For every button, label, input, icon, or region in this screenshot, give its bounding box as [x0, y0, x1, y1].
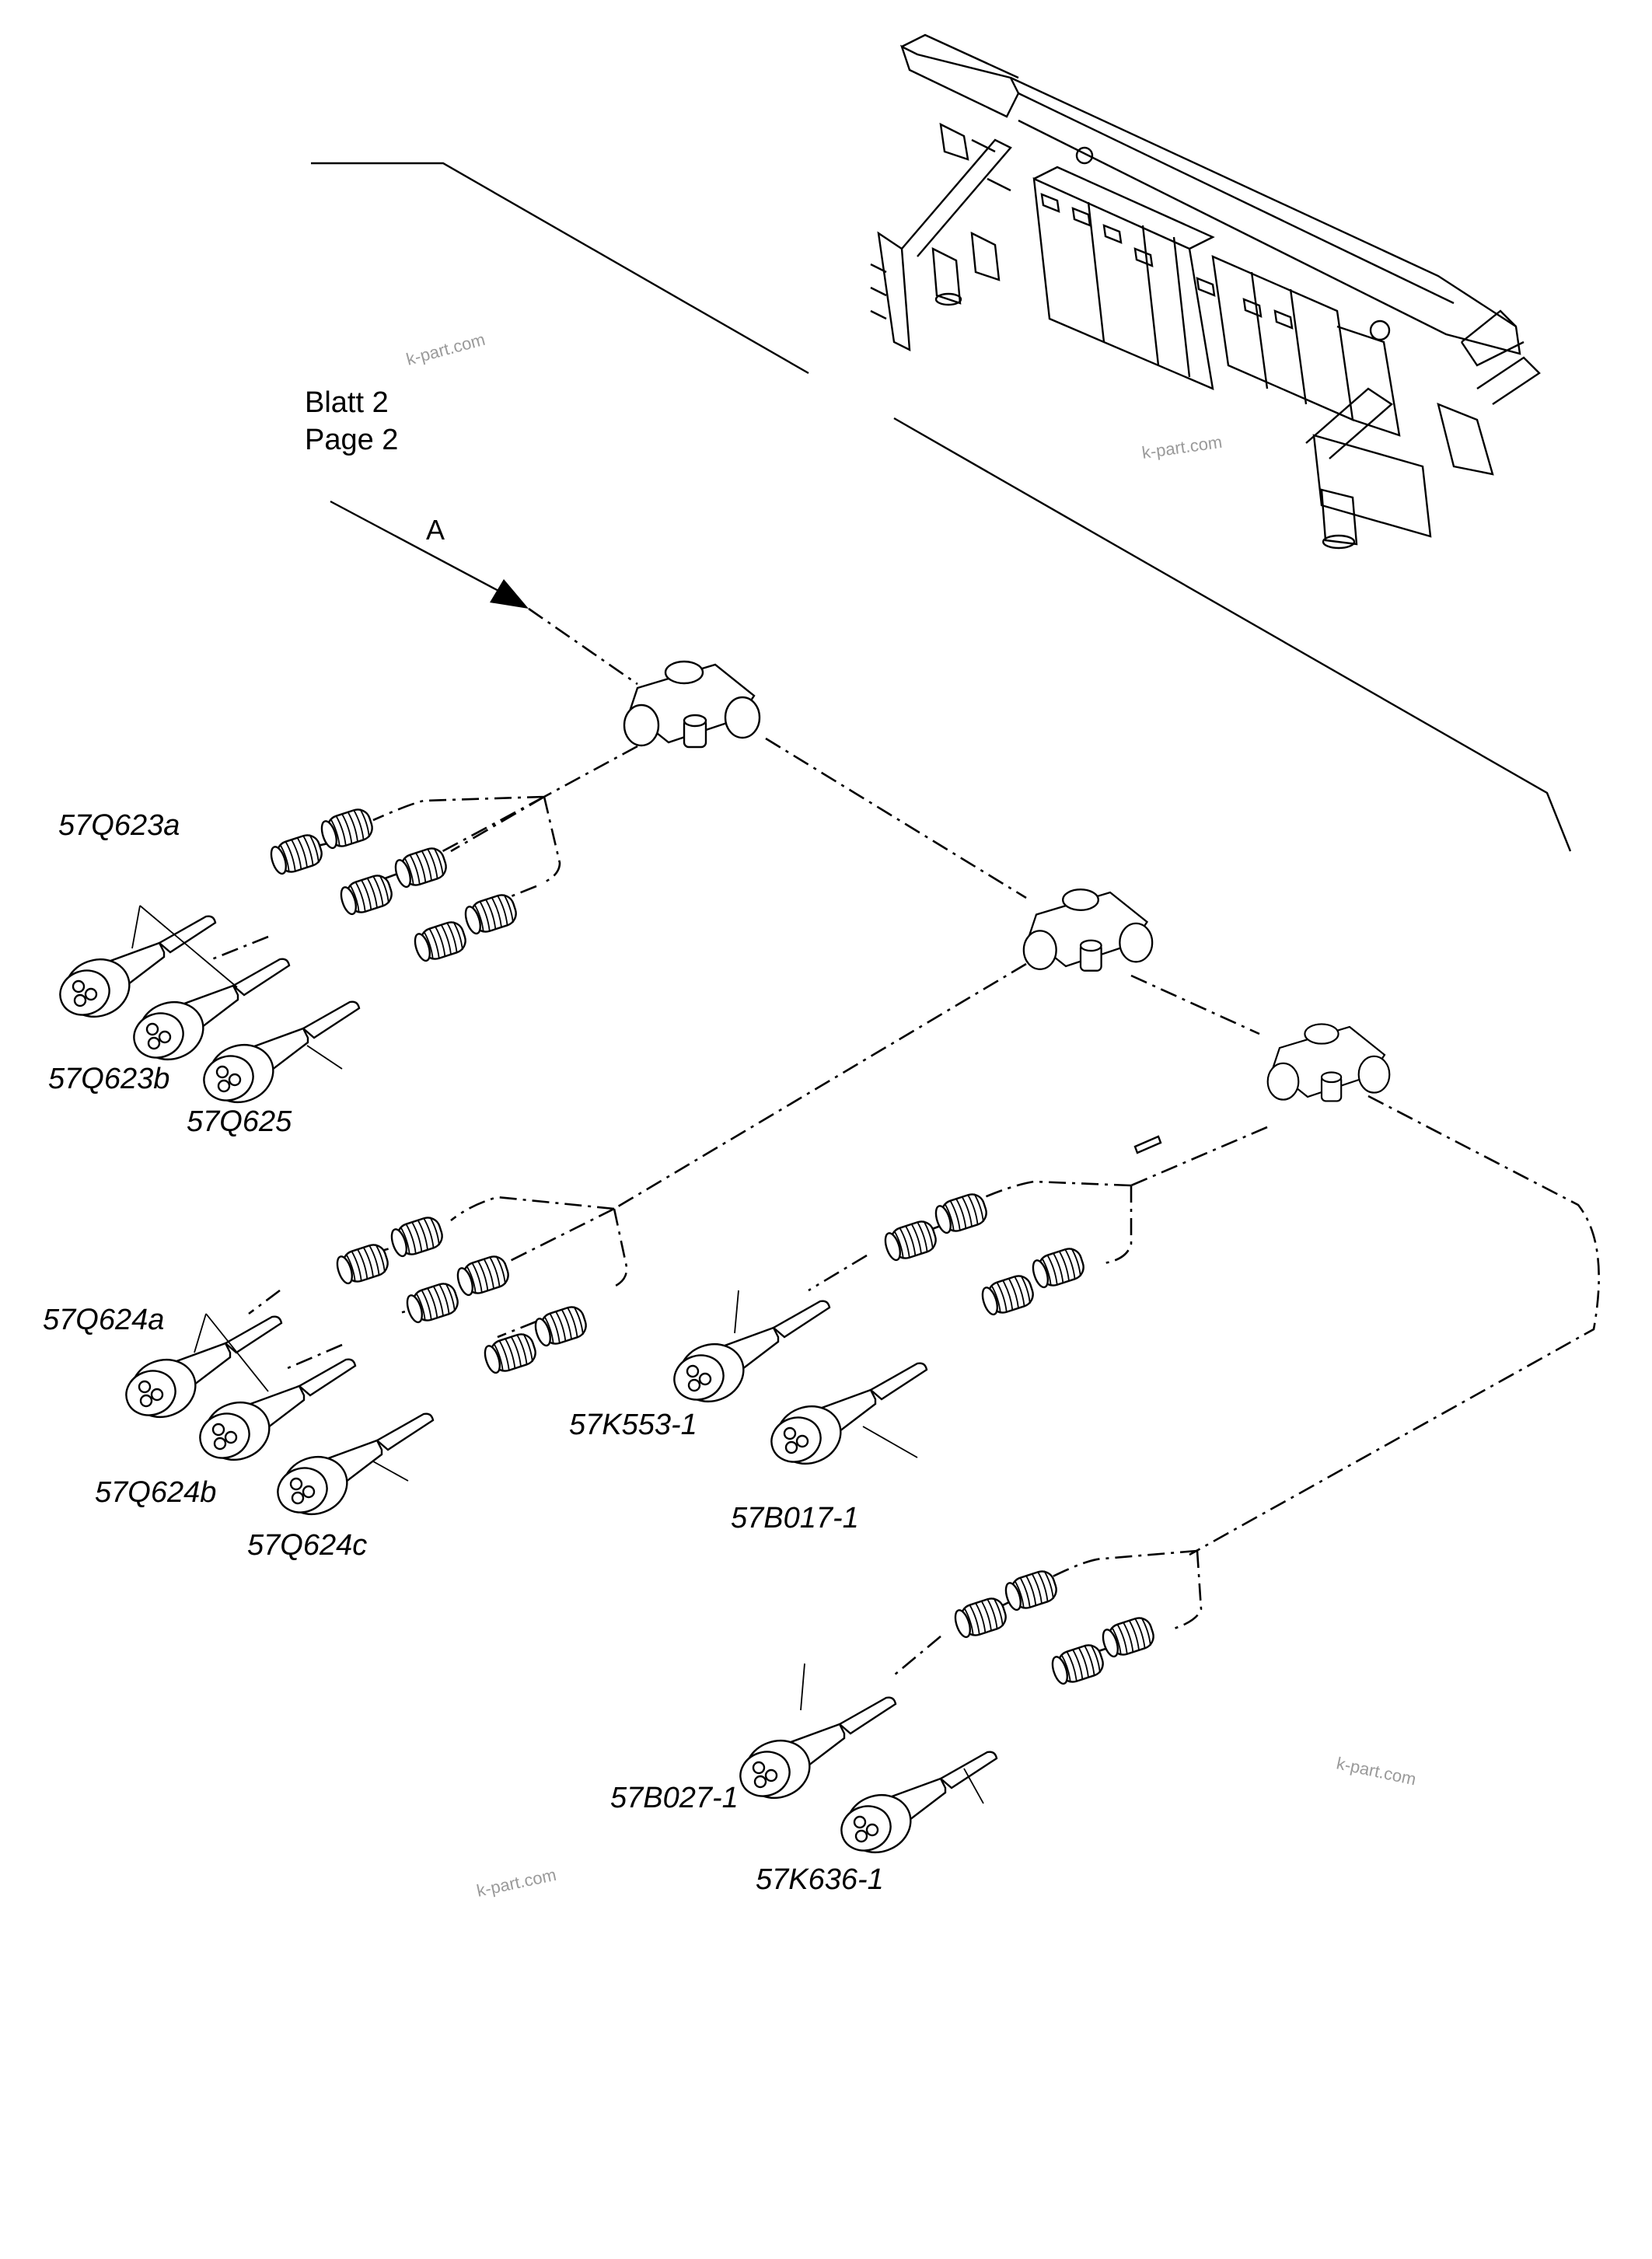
plug-57q624b: [193, 1358, 357, 1470]
branch-group-57k553: [667, 1126, 1268, 1474]
label-57q624c: 57Q624c: [247, 1529, 367, 1562]
watermark-2: k-part.com: [1140, 432, 1223, 463]
label-57b017-1: 57B017-1: [731, 1502, 859, 1535]
t-distributor-2: [1022, 889, 1154, 972]
sheet-reference-blatt: Blatt 2: [305, 386, 389, 419]
plug-57b027-1: [733, 1696, 897, 1808]
valve-block-machine-illustration: [870, 33, 1541, 550]
label-57q624b: 57Q624b: [95, 1476, 216, 1509]
watermark-4: k-part.com: [475, 1865, 558, 1901]
label-57q623b: 57Q623b: [48, 1063, 169, 1095]
watermark-1: k-part.com: [404, 330, 487, 369]
sheet-reference-page: Page 2: [305, 424, 398, 456]
plug-57k553-1: [667, 1300, 831, 1412]
sheet-boundary-line-top: [311, 162, 809, 375]
label-57q625: 57Q625: [187, 1105, 292, 1138]
main-harness-trunk: [528, 607, 1600, 1556]
branch-group-57q624: [119, 962, 1027, 1524]
view-arrow-a: A: [330, 500, 529, 609]
t-distributor-3: [1266, 1023, 1391, 1102]
sheet-boundary-line-bottom: [893, 417, 1572, 852]
label-57k553-1: 57K553-1: [569, 1409, 697, 1441]
label-57b027-1: 57B027-1: [610, 1782, 739, 1814]
plug-57q624c: [271, 1412, 435, 1524]
branch-group-57q623: [53, 745, 638, 1112]
view-arrow-label: A: [426, 514, 445, 546]
pin-plug: [1133, 1135, 1162, 1154]
label-57q623a: 57Q623a: [58, 809, 180, 842]
label-57k636-1: 57K636-1: [756, 1863, 884, 1896]
plug-57k636-1: [834, 1751, 998, 1863]
t-distributor-1: [623, 660, 761, 749]
watermark-3: k-part.com: [1335, 1753, 1418, 1789]
branch-group-57b027: [733, 1549, 1203, 1863]
plug-57b017-1: [764, 1362, 928, 1474]
label-57q624a: 57Q624a: [43, 1304, 164, 1336]
plug-57q625: [197, 1000, 361, 1112]
